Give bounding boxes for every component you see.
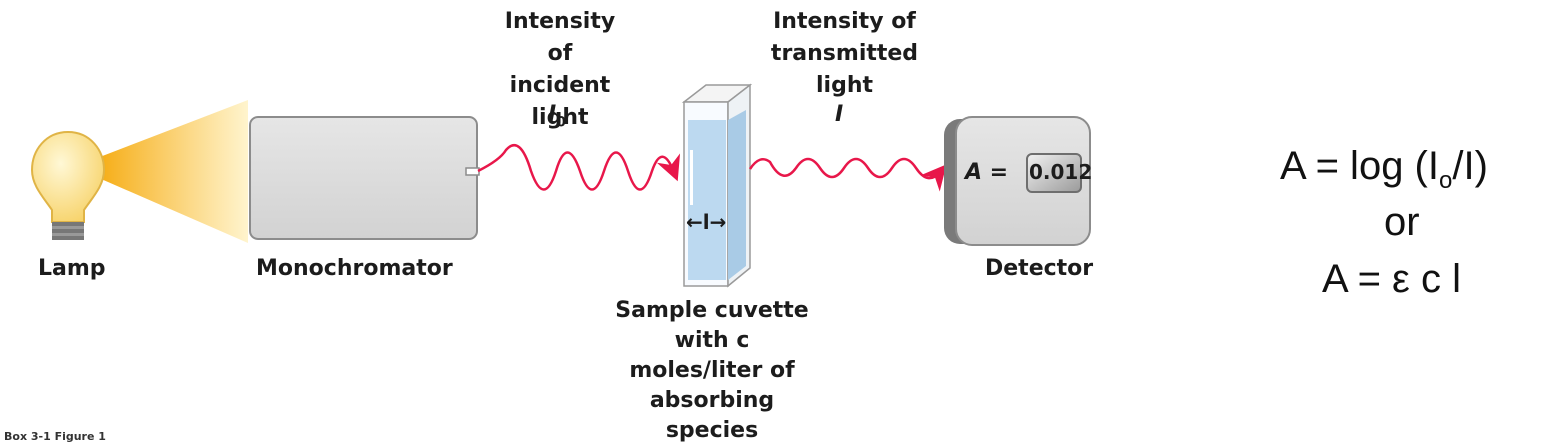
transmitted-light-wave bbox=[748, 157, 947, 192]
monochromator-slit bbox=[465, 167, 480, 176]
detector-readout-label: A = bbox=[965, 160, 1009, 185]
equation-beer-lambert: A = ε c l bbox=[1322, 257, 1462, 301]
equation-absorbance-log: A = log (Io/I) bbox=[1280, 144, 1488, 194]
path-length-label: ←l→ bbox=[686, 210, 727, 234]
sample-cuvette bbox=[681, 83, 753, 288]
detector-label: Detector bbox=[985, 256, 1094, 281]
monochromator-box bbox=[249, 116, 478, 240]
transmitted-light-symbol: I bbox=[835, 102, 844, 127]
incident-light-wave bbox=[477, 144, 681, 191]
detector-readout-value: 0.012 bbox=[1029, 160, 1093, 184]
detector-screen bbox=[1026, 153, 1082, 193]
lamp-beam bbox=[92, 100, 248, 243]
monochromator-label: Monochromator bbox=[256, 256, 453, 281]
incident-light-title: Intensity of incident light bbox=[504, 9, 616, 130]
cuvette-caption: Sample cuvette with c moles/liter of abs… bbox=[615, 298, 809, 443]
cuvette-liquid bbox=[688, 120, 726, 280]
lamp-label: Lamp bbox=[38, 256, 106, 281]
transmitted-light-title: Intensity of transmitted light bbox=[770, 9, 919, 98]
lamp-bulb-icon bbox=[30, 130, 106, 240]
equation-or: or bbox=[1384, 200, 1420, 244]
figure-caption: Box 3-1 Figure 1 bbox=[4, 430, 106, 443]
incident-light-symbol: I0 bbox=[548, 102, 566, 131]
detector-unit bbox=[944, 116, 1091, 246]
